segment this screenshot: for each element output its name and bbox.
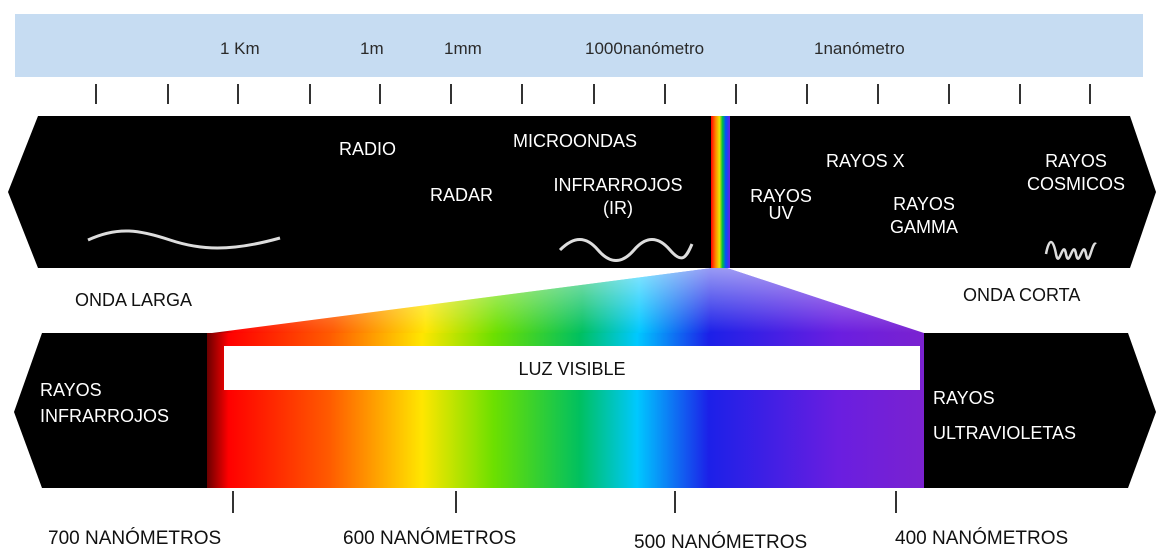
label-microondas: MICROONDAS bbox=[513, 131, 638, 151]
label-infrarrojos-line2: (IR) bbox=[603, 198, 633, 218]
visible-stripe bbox=[711, 116, 730, 268]
spectrum-band bbox=[8, 116, 1156, 268]
long-wave-icon bbox=[87, 229, 281, 250]
label-cosmicos-line1: RAYOS bbox=[1045, 151, 1107, 171]
label-infrarrojos-line1: INFRARROJOS bbox=[553, 175, 683, 195]
label-infrarrojos: INFRARROJOS (IR) bbox=[528, 174, 708, 220]
label-uv-line2: UV bbox=[768, 203, 794, 223]
nm-label-600: 600 NANÓMETROS bbox=[343, 528, 517, 549]
scale-label-1000nm: 1000nanómetro bbox=[585, 39, 705, 58]
infrared-wave-icon bbox=[558, 238, 694, 262]
luz-visible-box bbox=[224, 346, 920, 390]
scale-ticks bbox=[95, 84, 1091, 104]
label-gamma-line2: GAMMA bbox=[889, 217, 958, 237]
nm-label-500: 500 NANÓMETROS bbox=[634, 532, 808, 553]
scale-label-1mm: 1mm bbox=[444, 39, 482, 58]
label-cosmicos: RAYOS COSMICOS bbox=[1006, 150, 1146, 196]
short-wave-icon bbox=[1044, 240, 1098, 260]
label-rayos-infrarrojos: RAYOS INFRARROJOS bbox=[40, 377, 169, 429]
label-rayos-ultravioletas-line2: ULTRAVIOLETAS bbox=[933, 423, 1077, 443]
label-cosmicos-line2: COSMICOS bbox=[1026, 174, 1125, 194]
label-onda-corta: ONDA CORTA bbox=[963, 285, 1081, 305]
label-onda-larga: ONDA LARGA bbox=[75, 290, 193, 310]
nanometer-ticks bbox=[232, 491, 897, 513]
scale-label-1m: 1m bbox=[360, 39, 384, 58]
label-rayos-infrarrojos-line1: RAYOS bbox=[40, 380, 102, 400]
label-uv-line1: RAYOS bbox=[750, 186, 812, 206]
nm-label-700: 700 NANÓMETROS bbox=[48, 528, 222, 549]
label-gamma: RAYOS GAMMA bbox=[874, 193, 974, 239]
label-radio: RADIO bbox=[339, 139, 397, 159]
scale-label-1km: 1 Km bbox=[220, 39, 260, 58]
label-uv: RAYOS UV bbox=[744, 185, 818, 225]
wavelength-scale-bar bbox=[15, 14, 1143, 77]
label-luz-visible: LUZ VISIBLE bbox=[518, 359, 626, 379]
scale-label-1nm: 1nanómetro bbox=[814, 39, 905, 58]
label-rayos-ultravioletas: RAYOS ULTRAVIOLETAS bbox=[933, 381, 1076, 451]
label-rayos-infrarrojos-line2: INFRARROJOS bbox=[40, 406, 170, 426]
label-rayos-x: RAYOS X bbox=[826, 151, 905, 171]
label-rayos-ultravioletas-line1: RAYOS bbox=[933, 388, 995, 408]
label-radar: RADAR bbox=[430, 185, 494, 205]
label-gamma-line1: RAYOS bbox=[893, 194, 955, 214]
beam-highlight bbox=[212, 268, 924, 333]
nm-label-400: 400 NANÓMETROS bbox=[895, 528, 1069, 549]
